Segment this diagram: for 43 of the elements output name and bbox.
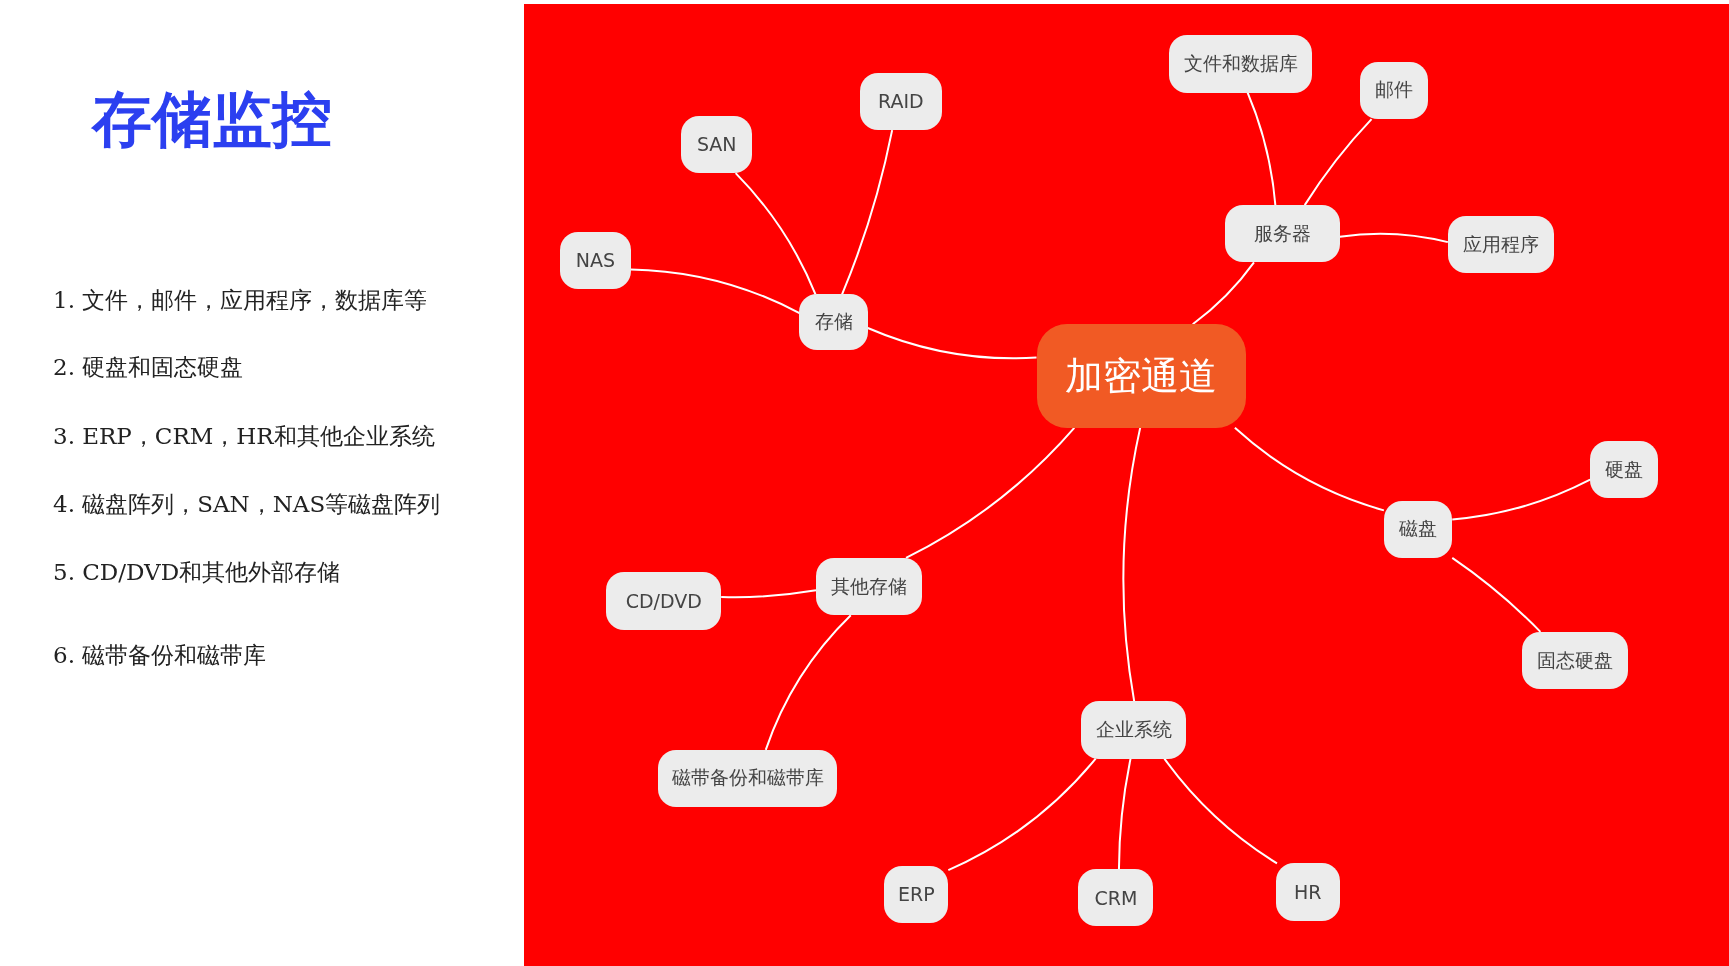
title: 存储监控 <box>92 83 332 156</box>
connector-line <box>720 589 817 599</box>
connector-line <box>1303 118 1373 207</box>
connector-line <box>905 426 1076 559</box>
connector-line <box>1163 757 1278 865</box>
topic-box: 企业系统 <box>1080 701 1187 759</box>
connector-line <box>1117 757 1132 870</box>
list-item: 4. 磁盘阵列，SAN，NAS等磁盘阵列 <box>53 489 441 519</box>
topic-box: 存储 <box>799 294 868 350</box>
connector-line <box>947 757 1097 872</box>
connector-line <box>1246 91 1277 207</box>
topic-box: 文件和数据库 <box>1168 35 1313 93</box>
connector-line <box>1122 426 1142 703</box>
topic-box: ERP <box>884 865 949 923</box>
topic-box: 应用程序 <box>1447 216 1554 274</box>
topic-box: RAID <box>860 72 942 131</box>
topic-box: 其他存储 <box>816 557 922 616</box>
list-item: 2. 硬盘和固态硬盘 <box>53 353 244 383</box>
list-item: 1. 文件，邮件，应用程序，数据库等 <box>53 285 428 315</box>
connector-line <box>1451 478 1592 521</box>
connector-line <box>866 327 1038 360</box>
list-item: 6. 磁带备份和磁带库 <box>53 641 267 670</box>
connector-line <box>734 172 817 296</box>
list-item: 3. ERP，CRM，HR和其他企业系统 <box>53 421 435 451</box>
topic-box: 磁带备份和磁带库 <box>658 749 837 808</box>
topic-box: 服务器 <box>1225 205 1340 263</box>
central-topic: 加密通道 <box>1036 324 1247 428</box>
connector-line <box>841 129 894 296</box>
topic-box: NAS <box>560 231 631 289</box>
connector-line <box>629 268 801 315</box>
topic-box: SAN <box>681 115 752 174</box>
topic-box: CD/DVD <box>606 572 722 630</box>
topic-box: 固态硬盘 <box>1521 631 1628 690</box>
connector-line <box>1233 426 1385 512</box>
connector-line <box>1451 556 1542 633</box>
connector-line <box>1338 232 1449 244</box>
connector-line <box>1191 261 1255 326</box>
connector-line <box>764 614 852 751</box>
topic-box: 邮件 <box>1359 61 1428 120</box>
topic-box: 硬盘 <box>1590 441 1659 499</box>
list-item: 5. CD/DVD和其他外部存储 <box>53 558 341 588</box>
topic-box: HR <box>1275 863 1340 921</box>
topic-box: CRM <box>1078 868 1154 927</box>
